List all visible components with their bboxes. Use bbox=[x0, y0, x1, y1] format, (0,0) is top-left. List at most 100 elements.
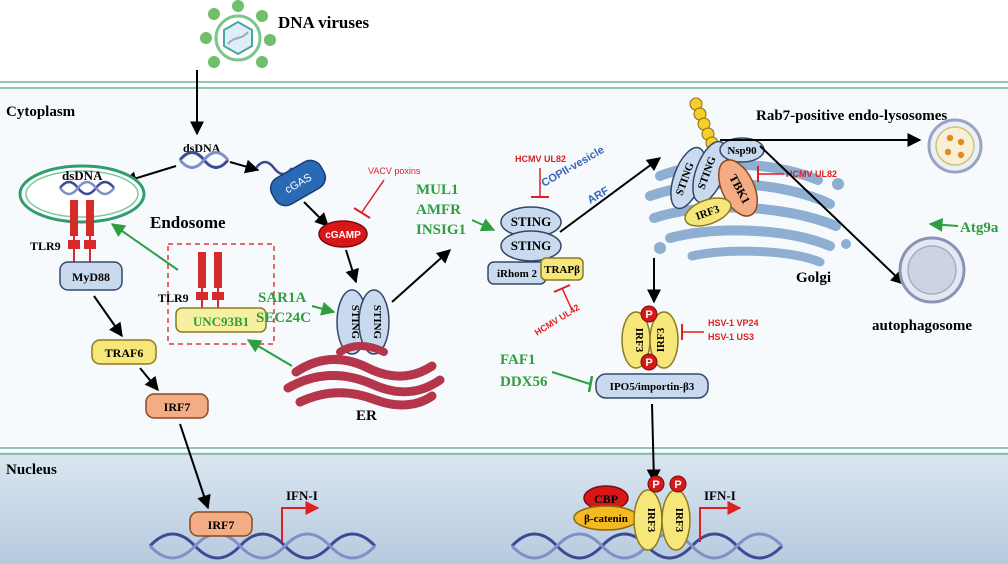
ddx56-label: DDX56 bbox=[500, 374, 548, 390]
cgamp-label: cGAMP bbox=[325, 230, 361, 241]
hcmv-ul82-b-label: HCMV UL82 bbox=[786, 169, 837, 179]
arrow-er-to-unc93b1 bbox=[246, 339, 293, 367]
inhibit-faf1 bbox=[551, 371, 591, 385]
arrow-golgi-to-autophagosome bbox=[759, 145, 906, 285]
irf3-nuc-label-b: IRF3 bbox=[673, 508, 685, 533]
autophagosome-label: autophagosome bbox=[872, 318, 972, 334]
golgi-irf3-node bbox=[684, 197, 732, 227]
ifn-label-left: IFN-I bbox=[286, 488, 318, 503]
cytoplasm-label: Cytoplasm bbox=[6, 104, 76, 120]
arrow-cgamp-to-sting bbox=[345, 249, 359, 284]
arrow-sar1a-to-sting bbox=[311, 301, 336, 316]
hsv-us3-label: HSV-1 US3 bbox=[708, 332, 754, 342]
er-sting-label-a: STING bbox=[349, 305, 361, 340]
polyubiquitin-chain-icon bbox=[689, 97, 719, 150]
tlr9-receptor bbox=[68, 200, 96, 262]
irf3-cyto-label-b: IRF3 bbox=[655, 327, 667, 352]
arrow-mul1-to-sting bbox=[471, 218, 496, 232]
lysosome-label: Rab7-positive endo-lysosomes bbox=[756, 108, 947, 124]
irhom2-label: iRhom 2 bbox=[497, 268, 538, 280]
ipo5-label: IPO5/importin-β3 bbox=[610, 381, 695, 393]
er-sting-label-b: STING bbox=[371, 305, 383, 340]
inhibit-ul42-bar bbox=[553, 284, 571, 293]
irf3-cyto-label-a: IRF3 bbox=[633, 328, 645, 353]
arrow-irf7-to-nucleus bbox=[179, 423, 211, 510]
hsv-vp24-label: HSV-1 VP24 bbox=[708, 318, 759, 328]
inhibit-faf1-bar bbox=[587, 375, 594, 393]
cbp-label: CBP bbox=[594, 492, 618, 506]
atg9a-label: Atg9a bbox=[960, 220, 999, 236]
vacv-label: VACV poxins bbox=[368, 166, 421, 176]
endoplasmic-reticulum bbox=[283, 342, 445, 410]
nucleus-label: Nucleus bbox=[6, 462, 57, 478]
dna-viruses-label: DNA viruses bbox=[278, 13, 370, 32]
arrow-unc93b1-to-endosome bbox=[110, 223, 179, 271]
endosome-label: Endosome bbox=[150, 213, 226, 232]
sar1a-label: SAR1A bbox=[258, 290, 307, 306]
ipo5-node bbox=[595, 373, 709, 399]
phospho-nuc-label-a: P bbox=[652, 479, 659, 491]
tlr9-b-label: TLR9 bbox=[158, 291, 189, 305]
irf7-label: IRF7 bbox=[164, 400, 191, 414]
arrow-atg9a bbox=[928, 217, 959, 232]
copii-sting-label-a: STING bbox=[511, 214, 551, 229]
inhibit-vacv-bar bbox=[353, 207, 371, 219]
cgas-node bbox=[269, 159, 327, 207]
dsdna-endo-label: dsDNA bbox=[62, 168, 103, 183]
unc93b1-box bbox=[167, 243, 275, 345]
golgi-label: Golgi bbox=[796, 270, 831, 286]
copii-sting-complex bbox=[500, 206, 562, 262]
irf7-nuc-label: IRF7 bbox=[208, 518, 235, 532]
trap-label: TRAPβ bbox=[544, 264, 580, 276]
lysosome-icon bbox=[927, 118, 983, 174]
endosome bbox=[18, 164, 146, 224]
insig1-label: INSIG1 bbox=[416, 222, 466, 238]
arrow-myd88-to-traf6 bbox=[93, 295, 123, 338]
autophagosome-icon bbox=[898, 236, 966, 304]
er-sting-dimer bbox=[336, 289, 390, 355]
copii-sting-label-b: STING bbox=[511, 238, 551, 253]
ifn-label-right: IFN-I bbox=[704, 488, 736, 503]
inhibit-ul42 bbox=[561, 287, 573, 311]
irf3-nuc-label-a: IRF3 bbox=[645, 508, 657, 533]
arrow-er-to-copii bbox=[391, 249, 452, 303]
irf3-dimer-cyto bbox=[621, 311, 679, 369]
bcatenin-label: β-catenin bbox=[584, 513, 628, 525]
mul1-label: MUL1 bbox=[416, 182, 459, 198]
tlr9-receptor-b bbox=[196, 252, 224, 310]
arrow-cgas-to-cgamp bbox=[303, 201, 329, 227]
phospho-nuc-label-b: P bbox=[674, 479, 681, 491]
unc93b1-node bbox=[175, 307, 267, 333]
cgamp-node bbox=[318, 220, 368, 248]
faf1-label: FAF1 bbox=[500, 352, 536, 368]
unc93b1-label: UNC93B1 bbox=[193, 314, 249, 329]
phospho-label-a: P bbox=[645, 309, 652, 321]
ifn-arrow-left bbox=[281, 501, 320, 542]
phospho-label-b: P bbox=[645, 357, 652, 369]
traf6-label: TRAF6 bbox=[105, 346, 144, 360]
myd88-label: MyD88 bbox=[72, 270, 110, 284]
dna-virus-icon bbox=[200, 0, 276, 68]
irf7-node bbox=[145, 393, 209, 419]
myd88-node bbox=[59, 261, 123, 291]
arrow-traf6-to-irf7 bbox=[139, 367, 159, 392]
cytosolic-dsdna-icon bbox=[178, 151, 230, 169]
phospho-group-icon bbox=[640, 305, 658, 371]
sec24c-label: SEC24C bbox=[256, 310, 311, 326]
tlr9-label: TLR9 bbox=[30, 239, 61, 253]
phospho-group-nuc-icon bbox=[647, 475, 687, 493]
nsp90-label: Nsp90 bbox=[727, 145, 757, 157]
traf6-node bbox=[91, 339, 157, 365]
arrow-dsdna-to-cgas bbox=[229, 159, 260, 174]
nuclear-dna-left bbox=[148, 532, 377, 560]
membranes bbox=[0, 81, 1008, 564]
ifn-arrow-right bbox=[699, 501, 742, 542]
er-label: ER bbox=[356, 408, 377, 424]
arrow-copii-to-golgi bbox=[559, 157, 662, 233]
amfr-label: AMFR bbox=[416, 202, 461, 218]
inhibit-vacv-cgamp bbox=[361, 179, 385, 213]
trap-node bbox=[540, 257, 584, 281]
arrow-ipo5-to-nucleus bbox=[646, 403, 661, 484]
